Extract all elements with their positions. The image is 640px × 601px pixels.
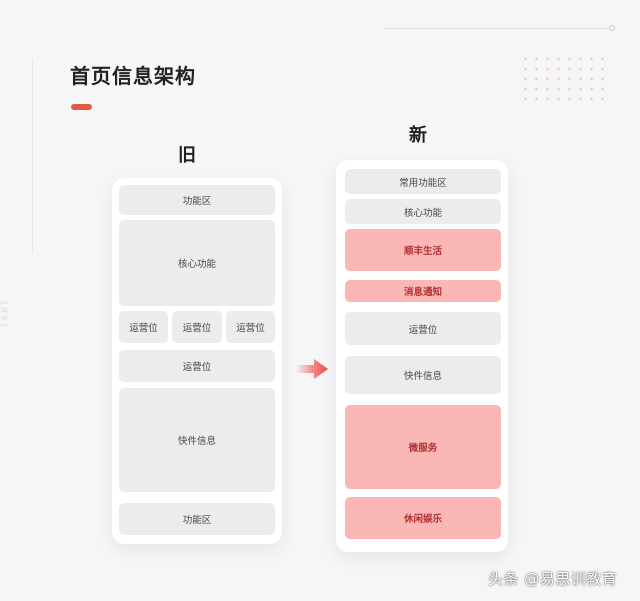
new-block-sf-life: 顺丰生活 <box>345 229 501 271</box>
new-block-notifications: 消息通知 <box>345 280 501 302</box>
new-block-core-function: 核心功能 <box>345 199 501 224</box>
decorative-dot-grid <box>520 54 610 104</box>
arrow-right-icon <box>296 359 328 379</box>
old-block-promo: 运营位 <box>226 311 275 343</box>
old-block-promo: 运营位 <box>172 311 222 343</box>
title-accent-bar <box>71 104 92 110</box>
new-block-parcel-info: 快件信息 <box>345 356 501 394</box>
old-block-promo-wide: 运营位 <box>119 350 275 382</box>
old-block-function-area-bottom: 功能区 <box>119 503 275 535</box>
old-block-core-function: 核心功能 <box>119 220 275 306</box>
decorative-line <box>385 28 613 29</box>
page-title: 首页信息架构 <box>70 64 196 88</box>
new-block-micro-services: 微服务 <box>345 405 501 489</box>
old-block-parcel-info: 快件信息 <box>119 388 275 492</box>
watermark: 头条 @易思训教育 <box>488 570 618 588</box>
new-block-promo: 运营位 <box>345 312 501 345</box>
new-layout-heading: 新 <box>409 125 427 146</box>
old-block-promo: 运营位 <box>119 311 168 343</box>
old-layout-phone: 功能区 核心功能 运营位 运营位 运营位 运营位 快件信息 功能区 <box>112 178 282 544</box>
decorative-vertical-line <box>32 58 33 254</box>
decorative-vertical-text: 1991 <box>0 300 8 330</box>
old-block-function-area: 功能区 <box>119 185 275 215</box>
new-block-common-functions: 常用功能区 <box>345 169 501 194</box>
old-layout-heading: 旧 <box>178 145 196 166</box>
decorative-circle <box>609 25 615 31</box>
new-layout-phone: 常用功能区 核心功能 顺丰生活 消息通知 运营位 快件信息 微服务 休闲娱乐 <box>336 160 508 552</box>
new-block-leisure: 休闲娱乐 <box>345 497 501 539</box>
